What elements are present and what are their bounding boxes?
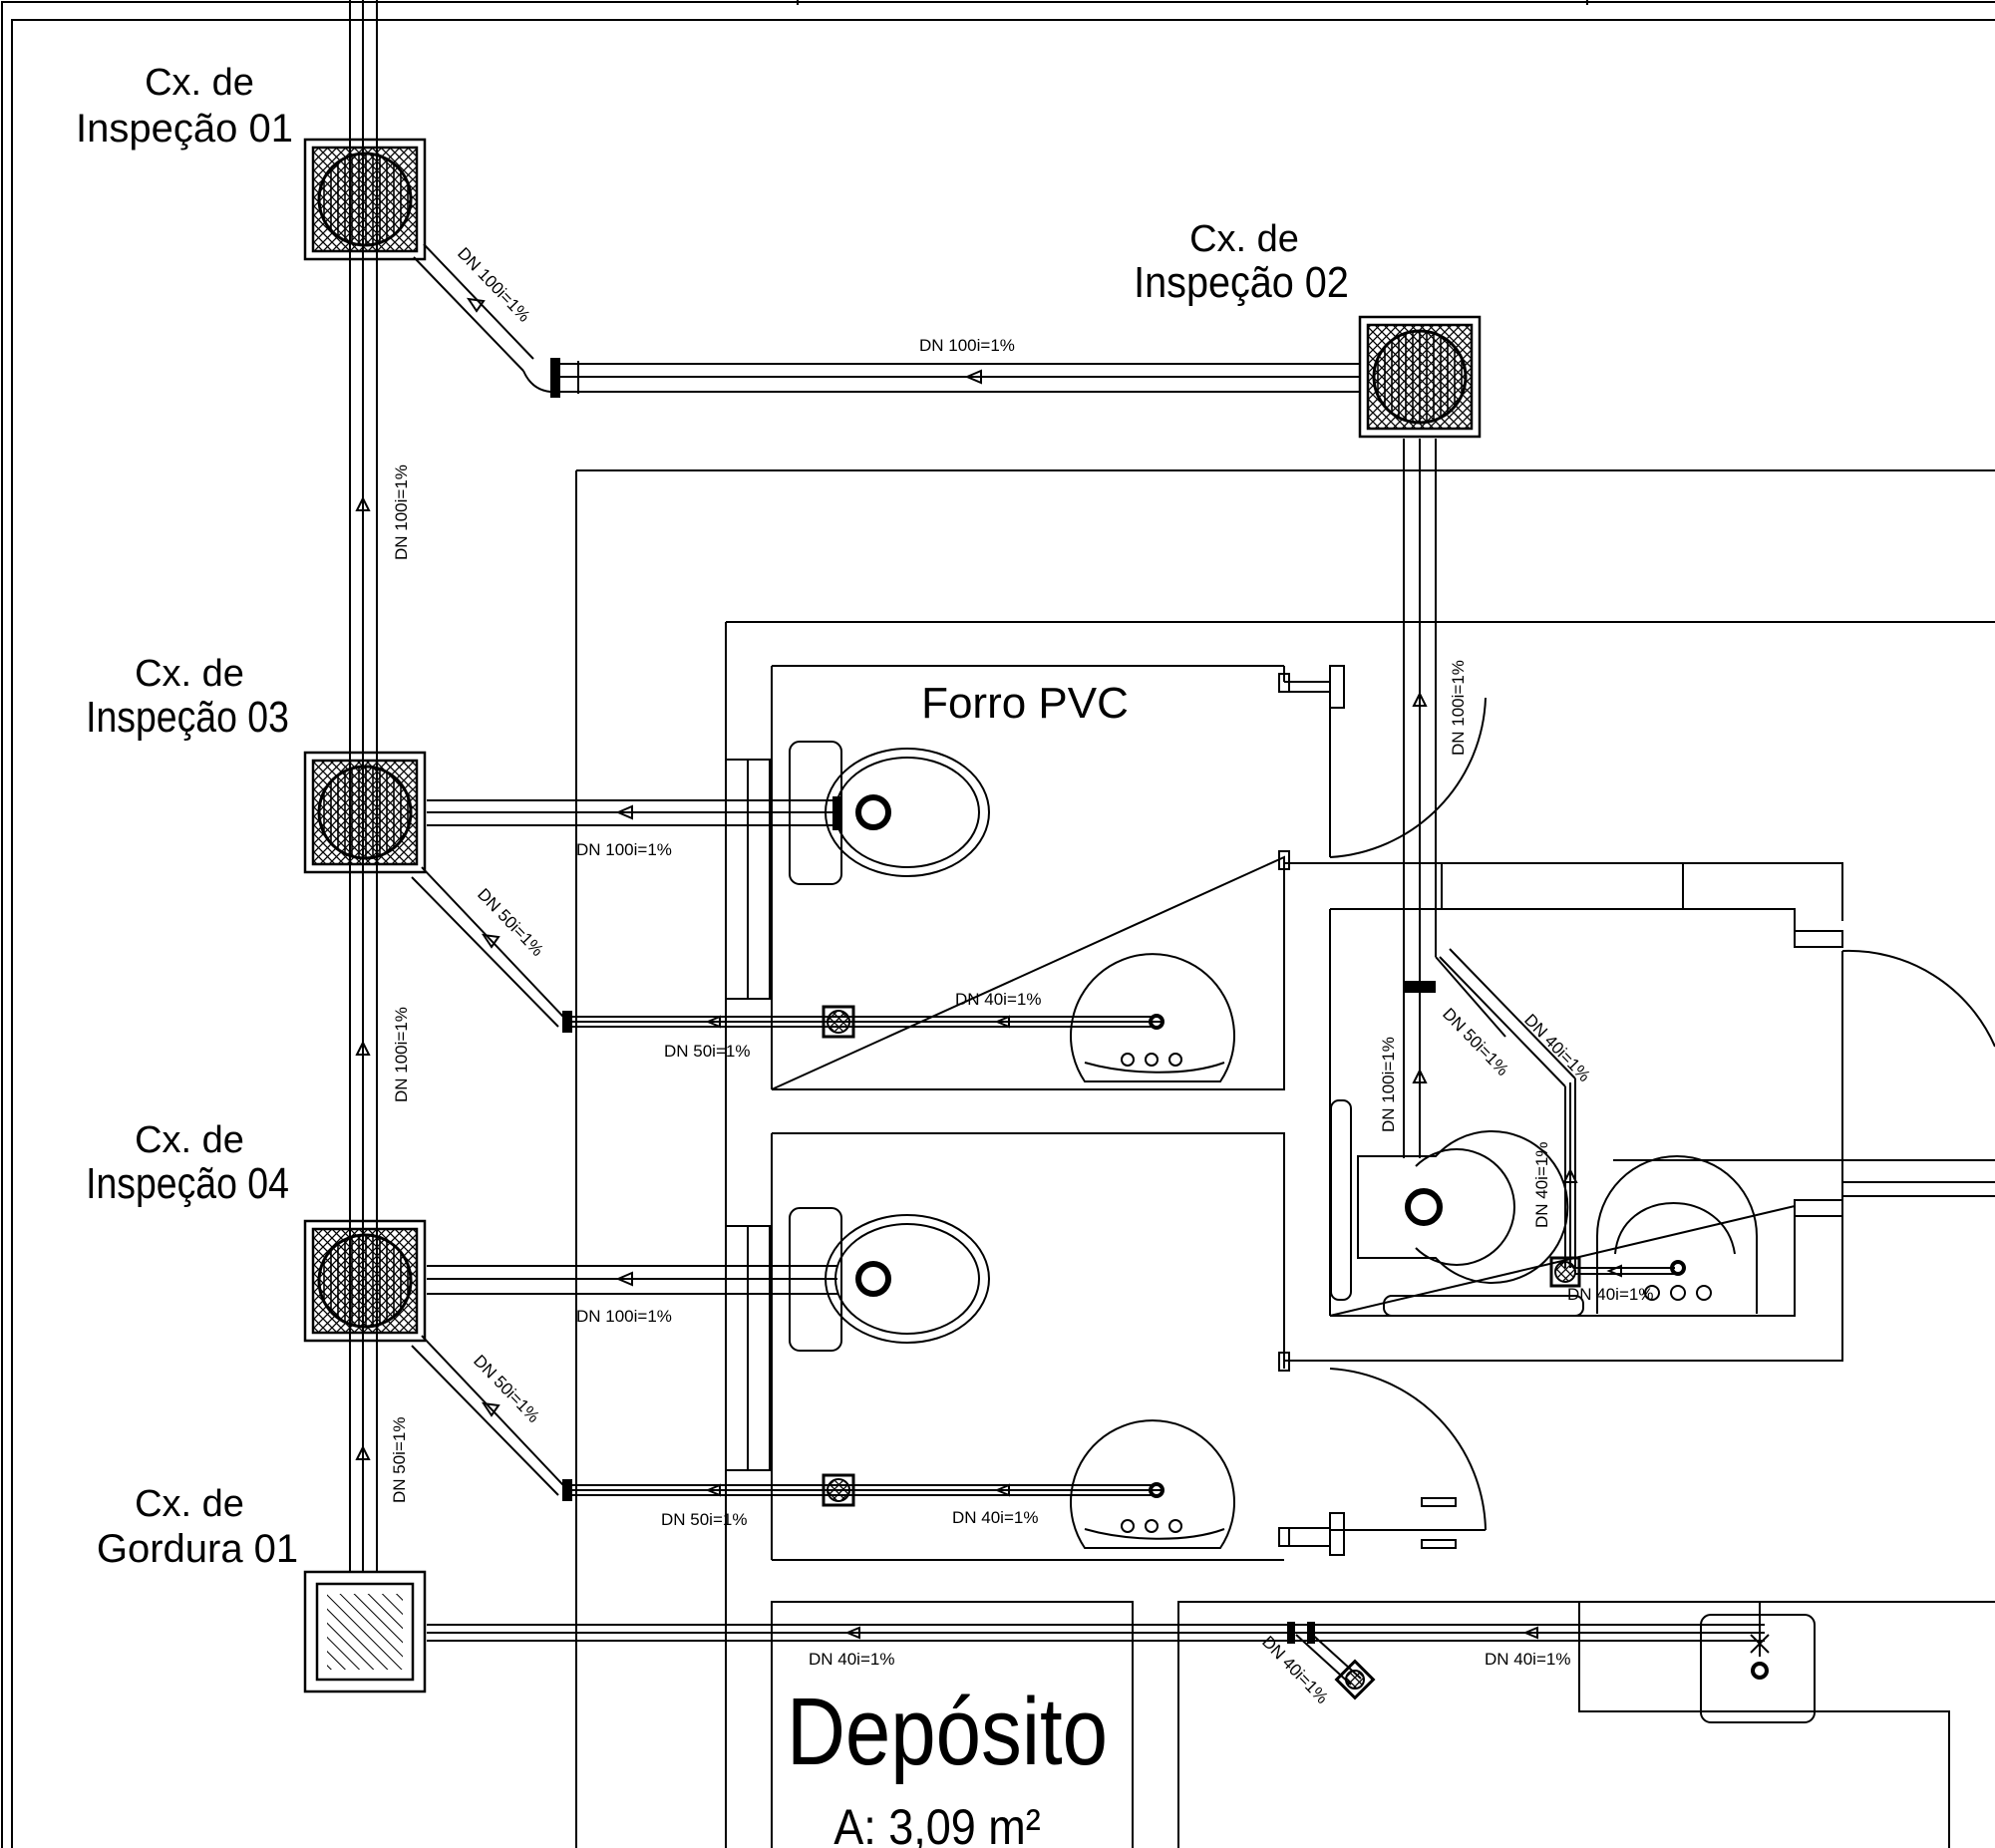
grease-box-01: [303, 1570, 427, 1694]
floor-drain-3: [1549, 1256, 1581, 1288]
sheet-inner-border: [11, 19, 1995, 1848]
deposito-label: Depósito: [787, 1678, 1108, 1785]
pl-ci02-vert: DN 100i=1%: [1449, 660, 1468, 756]
ci02-line1: Cx. de: [1189, 218, 1299, 260]
inspection-box-01: [303, 138, 427, 261]
flow-arrows: [355, 297, 1622, 1640]
pl-ci03-horiz: DN 100i=1%: [576, 840, 672, 859]
pl-ci01-diag: DN 100i=1%: [454, 244, 533, 326]
pl-grease-2: DN 40i=1%: [1485, 1650, 1570, 1669]
ci04-line1: Cx. de: [135, 1119, 244, 1161]
accessible-toilet: [1357, 1130, 1569, 1284]
forro-label: Forro PVC: [921, 679, 1129, 728]
ci01-line2: Inspeção 01: [76, 107, 293, 151]
pl-acc-vert: DN 100i=1%: [1379, 1037, 1398, 1132]
ci03-line1: Cx. de: [135, 653, 244, 695]
pl-wc2-dn40: DN 40i=1%: [952, 1508, 1038, 1527]
pl-trunk-3: DN 50i=1%: [390, 1417, 409, 1503]
pl-grease-1: DN 40i=1%: [809, 1650, 894, 1669]
cg01-line2: Gordura 01: [97, 1527, 298, 1571]
inspection-box-02: [1358, 315, 1482, 439]
pl-ci02-horiz: DN 100i=1%: [919, 336, 1015, 355]
pl-acc-dn40-horiz: DN 40i=1%: [1567, 1285, 1653, 1304]
box-labels: Cx. de Inspeção 01 Cx. de Inspeção 02 Cx…: [76, 62, 1349, 1571]
pipes: [349, 0, 1765, 1686]
cg01-line1: Cx. de: [135, 1483, 244, 1525]
inspection-box-04: [303, 1219, 427, 1343]
ci04-line2: Inspeção 04: [86, 1158, 289, 1208]
pl-acc-dn40-vert: DN 40i=1%: [1532, 1142, 1551, 1228]
service-sink: [1700, 1603, 1816, 1723]
pl-acc-dn40-diag: DN 40i=1%: [1520, 1011, 1594, 1085]
deposito-area: A: 3,09 m²: [833, 1800, 1040, 1848]
floor-drain-2: [822, 1473, 855, 1507]
pl-wc1-dn40: DN 40i=1%: [955, 990, 1041, 1009]
inspection-box-03: [303, 751, 427, 874]
pl-acc-dn50: DN 50i=1%: [1439, 1005, 1512, 1079]
room-labels: Forro PVC Depósito A: 3,09 m²: [787, 679, 1129, 1848]
floor-drain-4: [1334, 1659, 1376, 1700]
ci01-line1: Cx. de: [145, 62, 254, 104]
pl-trunk-1: DN 100i=1%: [392, 464, 411, 560]
ci02-line2: Inspeção 02: [1134, 257, 1349, 306]
floor-drain-1: [822, 1005, 855, 1039]
ci03-line2: Inspeção 03: [86, 692, 289, 742]
accessible-sink: [1596, 1155, 1758, 1314]
pl-wc1-dn50: DN 50i=1%: [664, 1042, 750, 1061]
sink-1: [1070, 953, 1235, 1082]
pl-ci03-diag: DN 50i=1%: [474, 885, 547, 960]
pl-ci04-horiz: DN 100i=1%: [576, 1307, 672, 1326]
pl-trunk-2: DN 100i=1%: [392, 1007, 411, 1102]
pl-wc2-dn50: DN 50i=1%: [661, 1510, 747, 1529]
